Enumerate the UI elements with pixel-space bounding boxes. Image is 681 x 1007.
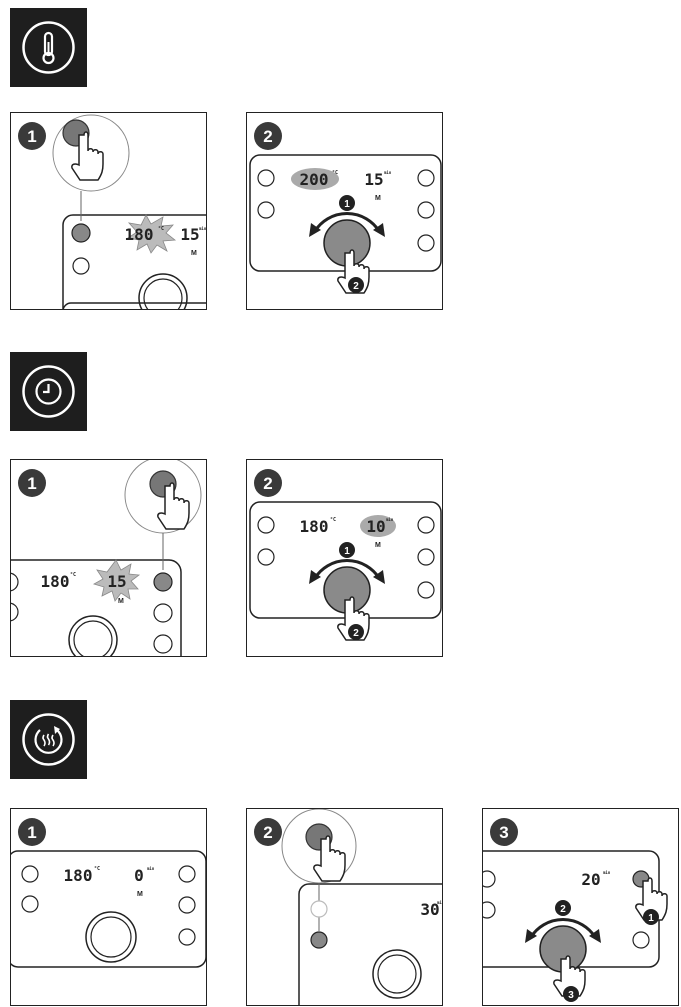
time-display: 20 (581, 870, 600, 889)
temp-step-1-panel: 1 180 °C 15 min M (10, 112, 207, 310)
minutes-label: M (375, 195, 381, 202)
temperature-display: 180 (125, 225, 154, 244)
temperature-display: 180 (300, 517, 329, 536)
timer-button[interactable] (418, 170, 434, 186)
minutes-label: M (118, 598, 124, 605)
timer-button[interactable] (418, 517, 434, 533)
step-number: 1 (27, 823, 36, 842)
thermometer-icon (44, 33, 54, 63)
keep-warm-step-3-panel: 3 20 min 1 2 3 (482, 808, 679, 1006)
step-number: 3 (499, 823, 508, 842)
power-button[interactable] (633, 932, 649, 948)
temperature-unit: °C (330, 517, 336, 523)
thermometer-button[interactable] (483, 871, 495, 887)
step-number: 2 (263, 474, 272, 493)
keep-warm-button[interactable] (258, 202, 274, 218)
keep-warm-button[interactable] (73, 258, 89, 274)
menu-button[interactable] (154, 604, 172, 622)
time-display: 10 (366, 517, 385, 536)
temperature-unit: °C (332, 170, 338, 176)
keep-warm-button-small[interactable] (311, 932, 327, 948)
clock-icon (37, 380, 61, 404)
keep-warm-step-2-panel: 2 30 min (246, 808, 443, 1006)
keep-warm-button[interactable] (258, 549, 274, 565)
time-unit: min (147, 866, 155, 871)
menu-button[interactable] (179, 897, 195, 913)
thermometer-button[interactable] (258, 517, 274, 533)
power-button[interactable] (418, 582, 434, 598)
sub-step-3: 3 (568, 990, 574, 1001)
power-button[interactable] (179, 929, 195, 945)
thermometer-button[interactable] (311, 901, 327, 917)
sub-step-2: 2 (560, 904, 566, 915)
minutes-label: M (137, 891, 143, 898)
sub-step-1: 1 (648, 913, 654, 924)
power-button[interactable] (154, 635, 172, 653)
step-number: 1 (27, 127, 36, 146)
keep-warm-button[interactable] (22, 896, 38, 912)
step-number: 2 (263, 823, 272, 842)
temperature-display: 180 (41, 572, 70, 591)
minutes-label: M (191, 250, 197, 257)
minutes-label: M (375, 542, 381, 549)
time-unit: min (437, 900, 443, 905)
thermometer-button[interactable] (22, 866, 38, 882)
keep-warm-step-1-panel: 1 180 °C 0 min M (10, 808, 207, 1006)
time-display: 15 (180, 225, 199, 244)
time-display: 0 (134, 866, 144, 885)
temperature-display: 180 (64, 866, 93, 885)
thermometer-button[interactable] (258, 170, 274, 186)
keep-warm-button[interactable] (483, 902, 495, 918)
time-display: 15 (364, 170, 383, 189)
timer-step-2-panel: 2 180 °C 10 min M 1 2 (246, 459, 443, 657)
temp-step-2-panel: 2 200 °C 15 min M 1 2 (246, 112, 443, 310)
timer-button[interactable] (179, 866, 195, 882)
sub-step-1: 1 (344, 546, 350, 557)
step-number: 2 (263, 127, 272, 146)
temperature-unit: °C (94, 866, 100, 872)
timer-button-small[interactable] (154, 573, 172, 591)
time-unit: min (386, 517, 394, 522)
temperature-unit: °C (70, 572, 76, 578)
temperature-unit: °C (158, 226, 164, 232)
time-unit: min (603, 870, 611, 875)
step-number: 1 (27, 474, 36, 493)
sub-step-2: 2 (353, 628, 359, 639)
menu-button[interactable] (418, 549, 434, 565)
time-unit: min (199, 226, 207, 231)
keep-warm-section-header (10, 700, 87, 779)
timer-step-1-panel: 1 180 °C 15 M (10, 459, 207, 657)
keep-warm-icon (36, 726, 62, 753)
timer-section-header (10, 352, 87, 431)
sub-step-1: 1 (344, 199, 350, 210)
time-display: 15 (107, 572, 126, 591)
temperature-display: 200 (300, 170, 329, 189)
time-unit: min (384, 170, 392, 175)
menu-button[interactable] (418, 202, 434, 218)
power-button[interactable] (418, 235, 434, 251)
thermometer-button-small[interactable] (72, 224, 90, 242)
temperature-section-header (10, 8, 87, 87)
sub-step-2: 2 (353, 281, 359, 292)
